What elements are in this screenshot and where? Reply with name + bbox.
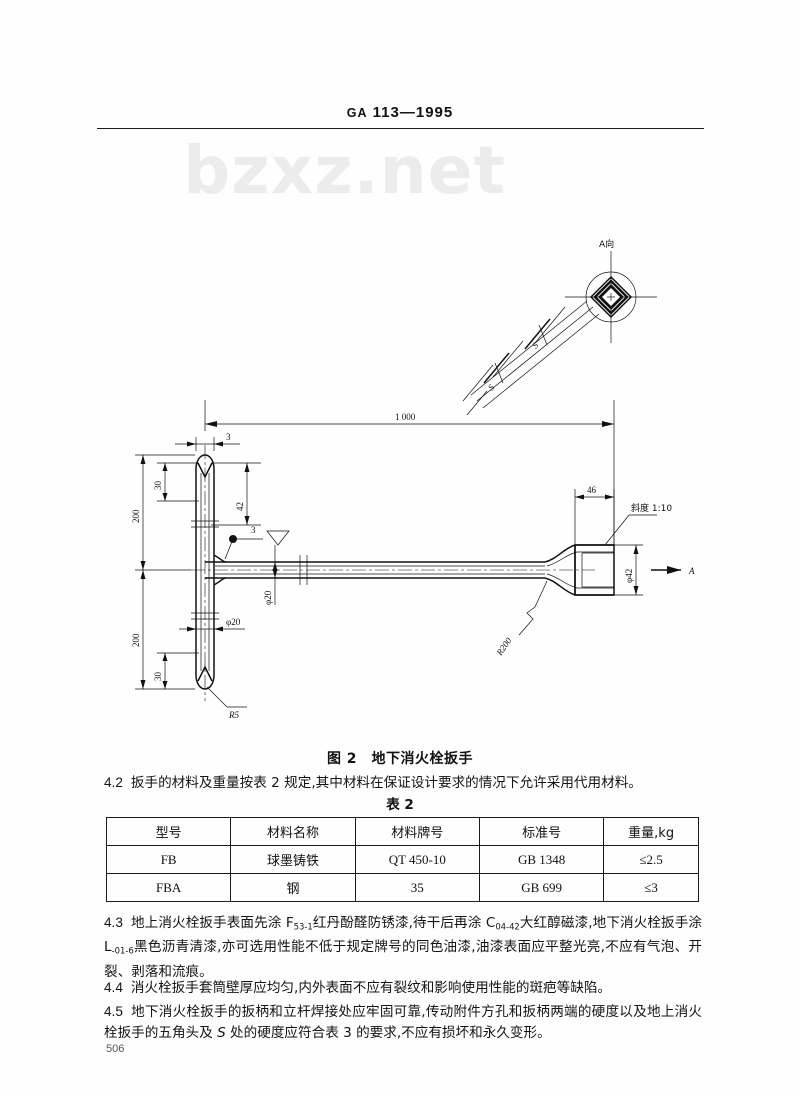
col-header-model: 型号	[105, 817, 232, 846]
section-4-3-text-a: 地上消火栓扳手表面先涂 F	[130, 915, 294, 931]
surface-finish-symbol: 3	[224, 525, 290, 560]
dim-3-stem-label: 3	[251, 525, 256, 535]
figure-caption: 图 2 地下消火栓扳手	[326, 751, 474, 767]
section-4-3: 4.3 地上消火栓扳手表面先涂 F53-1红丹酚醛防锈漆,待干后再涂 C04-42…	[104, 912, 702, 983]
cell-standard-no: GB 699	[478, 873, 605, 902]
dim-46-label: 46	[587, 485, 597, 495]
technical-drawing-figure-2: A向 S S 1 000	[95, 215, 707, 735]
dim-phi42-label: φ42	[624, 569, 634, 583]
cell-model: FB	[105, 845, 232, 874]
dim-30-bottom-label: 30	[153, 672, 163, 682]
cell-weight: ≤3	[603, 873, 699, 902]
dim-phi20-stem: φ20	[263, 545, 278, 605]
dim-left-group: 3 30 42 200	[131, 432, 261, 690]
cell-model: FBA	[105, 873, 232, 902]
cell-standard-no: GB 1348	[478, 845, 605, 874]
section-4-3-sub-b: 04-42	[495, 921, 520, 932]
watermark-text: bzxz.net	[183, 132, 507, 209]
detail-view-label: A向	[599, 238, 614, 250]
dim-r5-label: R5	[228, 710, 239, 720]
cell-material-name: 球墨铸铁	[230, 845, 356, 874]
dim-phi20-bar-label: φ20	[226, 617, 241, 627]
page-header: GA 113—1995	[0, 104, 800, 121]
col-header-material-grade: 材料牌号	[354, 817, 480, 846]
detail-dim-s2: S	[486, 382, 497, 392]
page-number: 506	[106, 1043, 125, 1055]
section-4-3-sub-c: -01-6	[111, 945, 134, 956]
cell-material-grade: QT 450-10	[354, 845, 480, 874]
cell-weight: ≤2.5	[603, 845, 699, 874]
dim-200-upper-label: 200	[131, 509, 141, 523]
section-4-3-sub-a: 53-1	[293, 921, 313, 932]
col-header-weight: 重量,kg	[603, 817, 699, 846]
socket-end-assembly: R200 斜度 1:10 46 φ42	[494, 485, 695, 658]
section-4-5-text-b: 处的硬度应符合表 3 的要求,不应有损坏和永久变形。	[225, 1025, 551, 1041]
table-row: FB 球墨铸铁 QT 450-10 GB 1348 ≤2.5	[105, 845, 699, 874]
table-2-title: 表 2	[386, 797, 414, 813]
handle-vertical-bar: R5	[195, 445, 247, 720]
taper-note-label: 斜度 1:10	[631, 502, 672, 514]
stem-horizontal-bar	[191, 554, 595, 586]
dim-phi20-stem-label: φ20	[263, 590, 273, 605]
dim-overall-length: 1 000	[204, 400, 615, 545]
table-row: FBA 钢 35 GB 699 ≤3	[105, 873, 699, 902]
section-4-5-text-a: 地下消火栓扳手的扳柄和立杆焊接处应牢固可靠,传动附件方孔和扳柄两端的硬度以及地上…	[104, 1004, 702, 1041]
table-2-materials: 型号 材料名称 材料牌号 标准号 重量,kg FB 球墨铸铁 QT 450-10…	[105, 817, 699, 902]
section-4-4: 4.4 消火栓扳手套筒壁厚应均匀,内外表面不应有裂纹和影响使用性能的斑疤等缺陷。	[104, 977, 702, 999]
section-4-2: 4.2 扳手的材料及重量按表 2 规定,其中材料在保证设计要求的情况下允许采用代用…	[104, 772, 702, 794]
section-4-4-text: 消火栓扳手套筒壁厚应均匀,内外表面不应有裂纹和影响使用性能的斑疤等缺陷。	[130, 980, 612, 996]
standard-number: 113—1995	[372, 104, 454, 121]
section-4-2-number: 4.2	[104, 775, 123, 790]
dim-overall-length-label: 1 000	[395, 412, 416, 422]
section-4-3-text-c: 大红醇磁漆,地下消火栓扳手涂 L	[104, 915, 703, 956]
col-header-standard-no: 标准号	[478, 817, 605, 846]
section-4-3-text-d: 黑色沥青清漆,亦可选用性能不低于规定牌号的同色油漆,油漆表面应平整光亮,不应有气…	[104, 939, 702, 980]
dim-r200-label: R200	[494, 635, 514, 658]
section-4-5-symbol-s: S	[217, 1025, 226, 1041]
dim-30-top-label: 30	[153, 481, 163, 491]
detail-dim-s1: S	[530, 340, 541, 350]
section-4-2-text: 扳手的材料及重量按表 2 规定,其中材料在保证设计要求的情况下允许采用代用材料。	[130, 775, 642, 791]
section-4-4-number: 4.4	[104, 980, 123, 995]
col-header-material-name: 材料名称	[230, 817, 356, 846]
cell-material-grade: 35	[354, 873, 480, 902]
section-4-3-text-b: 红丹酚醛防锈漆,待干后再涂 C	[312, 915, 496, 931]
dim-200-lower-label: 200	[131, 633, 141, 647]
cell-material-name: 钢	[230, 873, 356, 902]
detail-view-a: A向 S S	[462, 238, 657, 416]
standard-prefix: GA	[346, 106, 368, 120]
view-arrow-a-label: A	[688, 566, 695, 576]
dim-42-label: 42	[235, 502, 245, 511]
header-divider	[97, 128, 704, 129]
table-header-row: 型号 材料名称 材料牌号 标准号 重量,kg	[105, 817, 699, 846]
dim-3-top-label: 3	[226, 432, 231, 442]
section-4-3-number: 4.3	[104, 915, 123, 930]
section-4-5-number: 4.5	[104, 1004, 123, 1019]
